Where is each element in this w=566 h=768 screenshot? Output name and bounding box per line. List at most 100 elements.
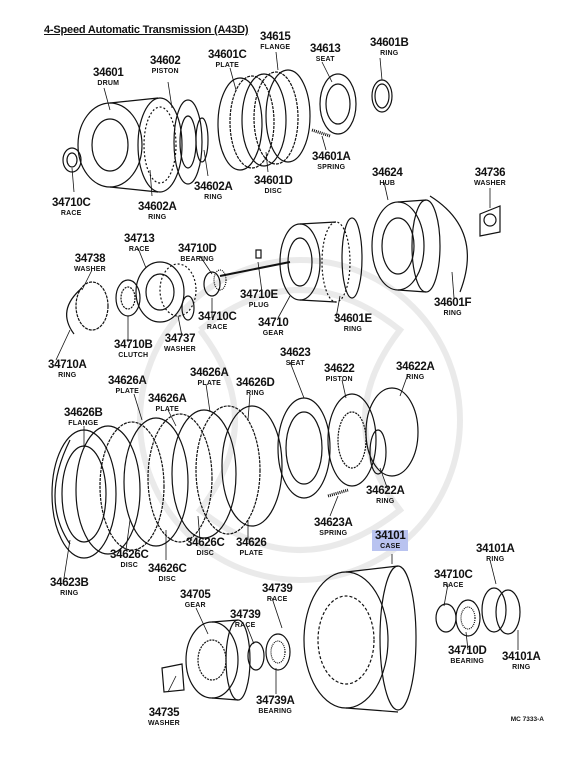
part-name: DISC	[158, 575, 176, 583]
seat-34613	[319, 73, 357, 135]
race-34710C-mid	[203, 271, 221, 297]
part-number: 34602A	[138, 201, 177, 213]
part-number: 34601F	[434, 297, 472, 309]
part-label-34622: 34622 PISTON	[324, 363, 355, 383]
part-name: RACE	[128, 245, 150, 253]
washer-34735	[161, 663, 185, 693]
part-name: RACE	[206, 323, 228, 331]
part-label-34626A-c: 34626A PLATE	[148, 393, 187, 412]
part-name: FLANGE	[68, 419, 99, 427]
part-label-34710E: 34710E PLUG	[240, 289, 278, 309]
part-label-34739A: 34739A BEARING	[256, 695, 295, 714]
part-label-34738: 34738 WASHER	[74, 253, 106, 273]
plates-34601C	[217, 69, 311, 171]
part-name: RACE	[266, 595, 288, 603]
part-number: 34739	[262, 583, 293, 595]
part-label-34623A: 34623A SPRING	[314, 517, 353, 536]
race-34739	[247, 641, 265, 671]
part-number: 34710E	[240, 289, 278, 301]
part-label-34626D: 34626D RING	[236, 377, 275, 397]
part-label-34615: 34615 FLANGE	[260, 31, 291, 51]
part-label-34601D: 34601D DISC	[254, 175, 293, 194]
ring-34601E	[341, 217, 363, 299]
part-label-34626C-a: 34626C DISC	[110, 549, 149, 569]
ring-34601F	[429, 195, 468, 293]
part-label-34710D-bot: 34710D BEARING	[448, 645, 487, 665]
part-number: 34710C	[198, 311, 237, 323]
part-number: 34101A	[502, 651, 541, 663]
bearing-34710D-top	[213, 269, 227, 291]
part-number: 34626B	[64, 407, 103, 419]
rings-34101A	[481, 587, 521, 635]
part-name: RING	[204, 193, 223, 201]
part-label-34601A: 34601A SPRING	[312, 151, 351, 171]
part-name: PISTON	[151, 67, 179, 75]
part-name: DISC	[120, 561, 138, 569]
part-name: RING	[246, 389, 265, 397]
race-34713	[135, 261, 197, 323]
plug-34710E	[255, 249, 262, 259]
part-number: 34615	[260, 31, 291, 43]
part-name: PLUG	[248, 301, 270, 309]
part-number: 34601	[93, 67, 124, 79]
part-name: DRUM	[97, 79, 120, 87]
part-name: RING	[376, 497, 395, 505]
part-number: 34735	[148, 707, 180, 719]
part-name: FLANGE	[260, 43, 291, 51]
part-name: GEAR	[262, 329, 284, 337]
part-number: 34626C	[148, 563, 187, 575]
part-name: RACE	[60, 209, 82, 217]
ring-34601B	[371, 79, 393, 113]
part-name: HUB	[379, 179, 396, 187]
part-name: SPRING	[317, 163, 346, 171]
part-name: WASHER	[74, 265, 106, 273]
part-name: RING	[512, 663, 531, 671]
part-name: WASHER	[164, 345, 196, 353]
part-name: PLATE	[115, 387, 139, 395]
plates-discs-34626	[51, 405, 283, 559]
part-number: 34101	[375, 530, 406, 542]
part-number: 34626C	[186, 537, 225, 549]
part-name: BEARING	[450, 657, 485, 665]
part-label-34601: 34601 DRUM	[93, 67, 124, 87]
washer-34738	[75, 281, 109, 331]
ring-34710A	[66, 287, 83, 335]
part-number: 34713	[124, 233, 155, 245]
part-label-34624: 34624 HUB	[372, 167, 403, 187]
part-label-34705: 34705 GEAR	[180, 589, 211, 608]
part-label-34626A-a: 34626A PLATE	[108, 375, 147, 395]
part-number: 34622	[324, 363, 355, 375]
hub-34624	[371, 199, 441, 293]
part-number: 34626C	[110, 549, 149, 561]
part-label-34622A-b: 34622A RING	[366, 485, 405, 505]
part-number: 34736	[474, 167, 506, 179]
part-name: RING	[443, 309, 462, 317]
part-label-34101-highlighted: 34101 CASE	[372, 530, 409, 551]
part-number: 34710B	[114, 339, 153, 351]
race-34710C-top	[62, 147, 82, 173]
part-number: 34626A	[190, 367, 229, 379]
gear-34705	[185, 619, 251, 701]
bearing-34739A	[265, 633, 291, 671]
washer-34736	[479, 205, 501, 237]
part-number: 34623A	[314, 517, 353, 529]
part-name: SEAT	[315, 55, 335, 63]
part-label-34710C-bot: 34710C RACE	[434, 569, 473, 588]
part-number: 34622A	[396, 361, 435, 373]
part-label-34602: 34602 PISTON	[150, 55, 181, 75]
part-name: WASHER	[148, 719, 180, 727]
part-name: PLATE	[215, 61, 239, 69]
spring-34623A	[327, 488, 349, 498]
part-number: 34710C	[434, 569, 473, 581]
ring-34623B	[54, 439, 71, 545]
part-label-34710D-top: 34710D BEARING	[178, 243, 217, 262]
part-label-34626A-b: 34626A PLATE	[190, 367, 229, 387]
part-name: PISTON	[325, 375, 353, 383]
part-name: PLATE	[197, 379, 221, 387]
clutch-34710B	[115, 279, 141, 317]
part-label-34626B: 34626B FLANGE	[64, 407, 103, 427]
part-label-34601C: 34601C PLATE	[208, 49, 247, 69]
drum-34601	[77, 97, 183, 193]
part-label-34710A: 34710A RING	[48, 359, 87, 378]
